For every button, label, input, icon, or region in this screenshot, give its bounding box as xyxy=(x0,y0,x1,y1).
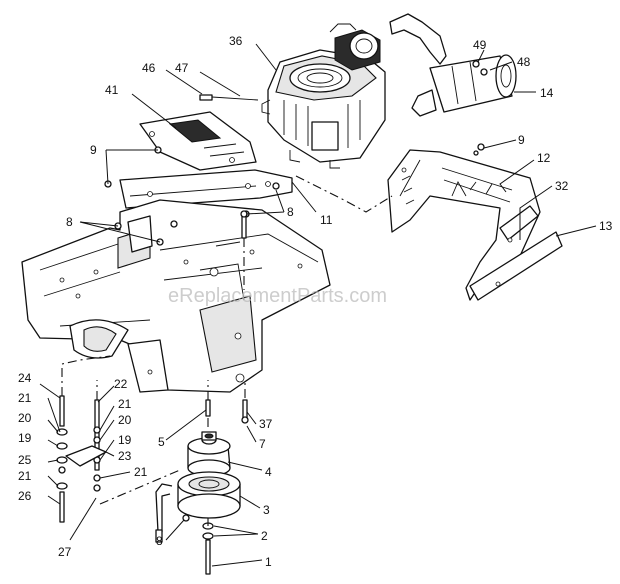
callout-21-b: 21 xyxy=(18,469,32,483)
callout-11: 11 xyxy=(320,213,333,227)
console-bracket-part xyxy=(139,111,257,171)
callout-8-bottom: 8 xyxy=(156,534,163,548)
callout-23: 23 xyxy=(118,449,132,463)
callout-27: 27 xyxy=(58,545,72,559)
callout-3: 3 xyxy=(263,503,270,517)
engine-part xyxy=(261,23,386,169)
callout-5: 5 xyxy=(158,435,165,449)
callout-24: 24 xyxy=(18,371,32,385)
callout-36: 36 xyxy=(229,34,243,48)
leader-lines xyxy=(39,43,597,567)
callout-12: 12 xyxy=(537,151,551,165)
callout-labels: 36 46 47 41 49 48 14 9 9 12 32 13 8 8 11… xyxy=(18,34,613,569)
muffler-part xyxy=(389,13,517,117)
callout-8-left: 8 xyxy=(66,215,73,229)
callout-32: 32 xyxy=(555,179,569,193)
callout-49: 49 xyxy=(473,38,487,52)
callout-13: 13 xyxy=(599,219,613,233)
callout-21-a: 21 xyxy=(18,391,32,405)
assembly-lines xyxy=(61,175,393,526)
callout-47: 47 xyxy=(175,61,189,75)
callout-9-left: 9 xyxy=(90,143,97,157)
callout-41: 41 xyxy=(105,83,119,97)
callout-22: 22 xyxy=(114,377,128,391)
callout-20-a: 20 xyxy=(18,411,32,425)
callout-4: 4 xyxy=(265,465,272,479)
rear-hitch-part xyxy=(387,143,563,301)
callout-21-c: 21 xyxy=(118,397,132,411)
wire-harness-part xyxy=(199,94,259,101)
callout-20-b: 20 xyxy=(118,413,132,427)
callout-9-right: 9 xyxy=(518,133,525,147)
callout-46: 46 xyxy=(142,61,156,75)
callout-21-d: 21 xyxy=(134,465,148,479)
callout-2: 2 xyxy=(261,529,268,543)
fasteners xyxy=(56,210,249,575)
main-frame-part xyxy=(21,199,331,393)
pulley-part xyxy=(187,431,231,477)
watermark-text: eReplacementParts.com xyxy=(168,285,387,307)
callout-8-right: 8 xyxy=(287,205,294,219)
callout-1: 1 xyxy=(265,555,272,569)
callout-37: 37 xyxy=(259,417,273,431)
callout-14: 14 xyxy=(540,86,554,100)
clutch-part xyxy=(155,471,241,543)
callout-19-b: 19 xyxy=(118,433,132,447)
callout-19-a: 19 xyxy=(18,431,32,445)
callout-25: 25 xyxy=(18,453,32,467)
callout-7: 7 xyxy=(259,437,266,451)
callout-48: 48 xyxy=(517,55,531,69)
cross-bracket-part xyxy=(104,146,293,209)
callout-26: 26 xyxy=(18,489,32,503)
